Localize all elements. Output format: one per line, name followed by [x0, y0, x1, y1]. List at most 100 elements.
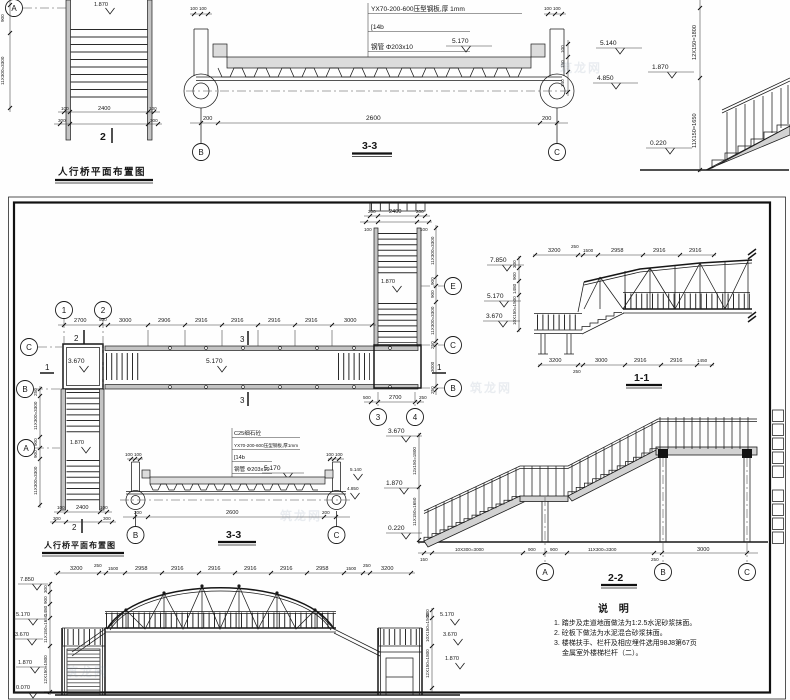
stair-steps [581, 312, 622, 330]
dim-label: 300 [58, 118, 66, 123]
dim-label: 900 [550, 547, 558, 552]
grid-bubble-B-left: B [16, 380, 34, 398]
truss-verticals [125, 586, 316, 629]
section-3-3-detail: C25细石砼 YX70-200-600压型钢板,厚1mm [14b 钢管 Φ20… [120, 428, 363, 546]
top-section-3-3: YX70-200-600压型钢板,厚 1mm [14b 钢管 Φ203x10 5… [183, 3, 642, 161]
section-title: 3-3 [226, 529, 241, 541]
dim-label: 500 [363, 395, 371, 400]
leader-note: C25细石砼 [234, 429, 261, 437]
leader-note: [14b [371, 24, 384, 31]
dim-label: 100 [61, 106, 69, 111]
drawing-sheet-border [8, 196, 786, 700]
dim-label: 12x150=1800 [412, 447, 417, 475]
dim-label: 2958 [611, 248, 623, 254]
dim-label: 300 [150, 118, 158, 123]
border-strip-cells [772, 409, 784, 544]
dim-label: 250 [430, 341, 435, 349]
section-mark-label: 1 [437, 363, 442, 372]
elev-label: 3.670 [443, 632, 457, 638]
truss-top-chord [583, 259, 753, 283]
dim-label: 250 [363, 563, 371, 568]
dim-label: 1500 [583, 248, 594, 253]
note-line: 2. 砼板下做法为水泥混合砂浆抹面。 [554, 628, 667, 637]
elev-label: 3.670 [486, 313, 503, 320]
dim-label: 2600 [366, 115, 381, 122]
dim-label: 300 [53, 516, 61, 521]
dim-label: 100 [560, 45, 565, 53]
elev-label: 5.170 [487, 293, 504, 300]
elev-label: 1.870 [386, 480, 403, 487]
truss-diagonals [106, 585, 335, 630]
dim-label: 100 [100, 505, 108, 510]
dim-label: 100 [57, 505, 65, 510]
dim-label: 250 [571, 244, 579, 249]
dim-label: 100 [420, 227, 428, 232]
truss-diagonals [583, 260, 749, 310]
grid-label: A [11, 4, 17, 13]
section-2-2-stair: 3.670 1.870 0.220 12x150=1800 11X150=165… [384, 417, 768, 589]
dim-label: 300 [425, 609, 430, 617]
bridge-plan-view: 1.870 1.870 3.670 5.170 1 2 C B A 3 4 E [16, 202, 462, 557]
grid-bubble-A: A [5, 0, 23, 17]
leader-note: YX70-200-600压型钢板,厚1mm [234, 442, 298, 449]
dim-label: 900 [33, 450, 38, 458]
dim-label: 500 [99, 317, 107, 322]
dim-label: 140 [560, 79, 565, 87]
elev-label: 5.140 [350, 467, 362, 472]
dim-label: 2916 [653, 248, 665, 254]
notes-title: 说 明 [598, 602, 633, 615]
dim-label: 900 [528, 547, 536, 552]
grid-bubble-B: B [192, 143, 210, 161]
grid-bubble-C: C [548, 143, 566, 161]
dim-label: 2916 [208, 566, 220, 572]
elev-label: 5.140 [600, 40, 617, 47]
dim-label: 300 [43, 585, 48, 593]
dim-label: 2916 [305, 318, 317, 324]
dim-label: 250 [651, 557, 659, 562]
dim-label: 900 [33, 438, 38, 446]
dim-label: 150 [560, 60, 565, 68]
stair-steps [423, 496, 520, 541]
grid-bubble-A: A [17, 439, 35, 457]
dim-label: 2400 [76, 505, 88, 511]
dim-label: 3200 [381, 566, 393, 572]
notes-block: 说 明 1. 踏步及走道地面做法为1:2.5水泥砂浆抹面。 2. 砼板下做法为水… [554, 602, 697, 657]
dim-label: 2400 [389, 209, 401, 215]
dim-label: 2916 [634, 358, 646, 364]
dim-label: 100 100 [190, 6, 207, 11]
elev-label: 5.170 [16, 612, 30, 618]
dim-label: 200 [542, 116, 551, 122]
dim-label: 3000 [697, 547, 709, 553]
grid-label: C [26, 343, 32, 352]
deck-edge-beam [104, 345, 419, 351]
grid-bubble-C: C [738, 563, 756, 581]
dim-label: 200 [368, 209, 376, 214]
dim-label: 250 [573, 369, 581, 374]
elev-label: 0.070 [16, 685, 30, 691]
watermark-text: 筑龙网 [280, 508, 322, 523]
dim-label: 1480 [512, 283, 517, 294]
dim-label: 3200 [549, 358, 561, 364]
grid-label: C [554, 148, 560, 157]
dim-label: 1480 [43, 605, 48, 616]
drawing-title: 人行桥平面布置图 [58, 166, 146, 178]
dim-label: 250 [419, 395, 427, 400]
grid-bubble-B-right: B [444, 379, 462, 397]
dim-label: 900 [430, 277, 435, 285]
grid-label: B [22, 385, 27, 394]
elev-label: 1.870 [652, 64, 669, 71]
grid-bubble-4: 4 [406, 408, 424, 426]
dim-label: 11X300=3300 [588, 547, 617, 552]
elev-label: 1.870 [18, 660, 32, 666]
landing-slab [519, 495, 569, 502]
stair-steps [567, 448, 659, 496]
dim-label: 250 [94, 563, 102, 568]
dim-label: 11X150=1650 [412, 497, 417, 526]
dim-label: 2916 [244, 566, 256, 572]
deck-upstand [530, 43, 546, 58]
dim-label: 100 100 [326, 452, 343, 457]
grid-label: C [450, 341, 456, 350]
section-mark-label: 3 [240, 396, 245, 405]
dim-label: 250 [430, 386, 435, 394]
dim-label: 300 [103, 516, 111, 521]
